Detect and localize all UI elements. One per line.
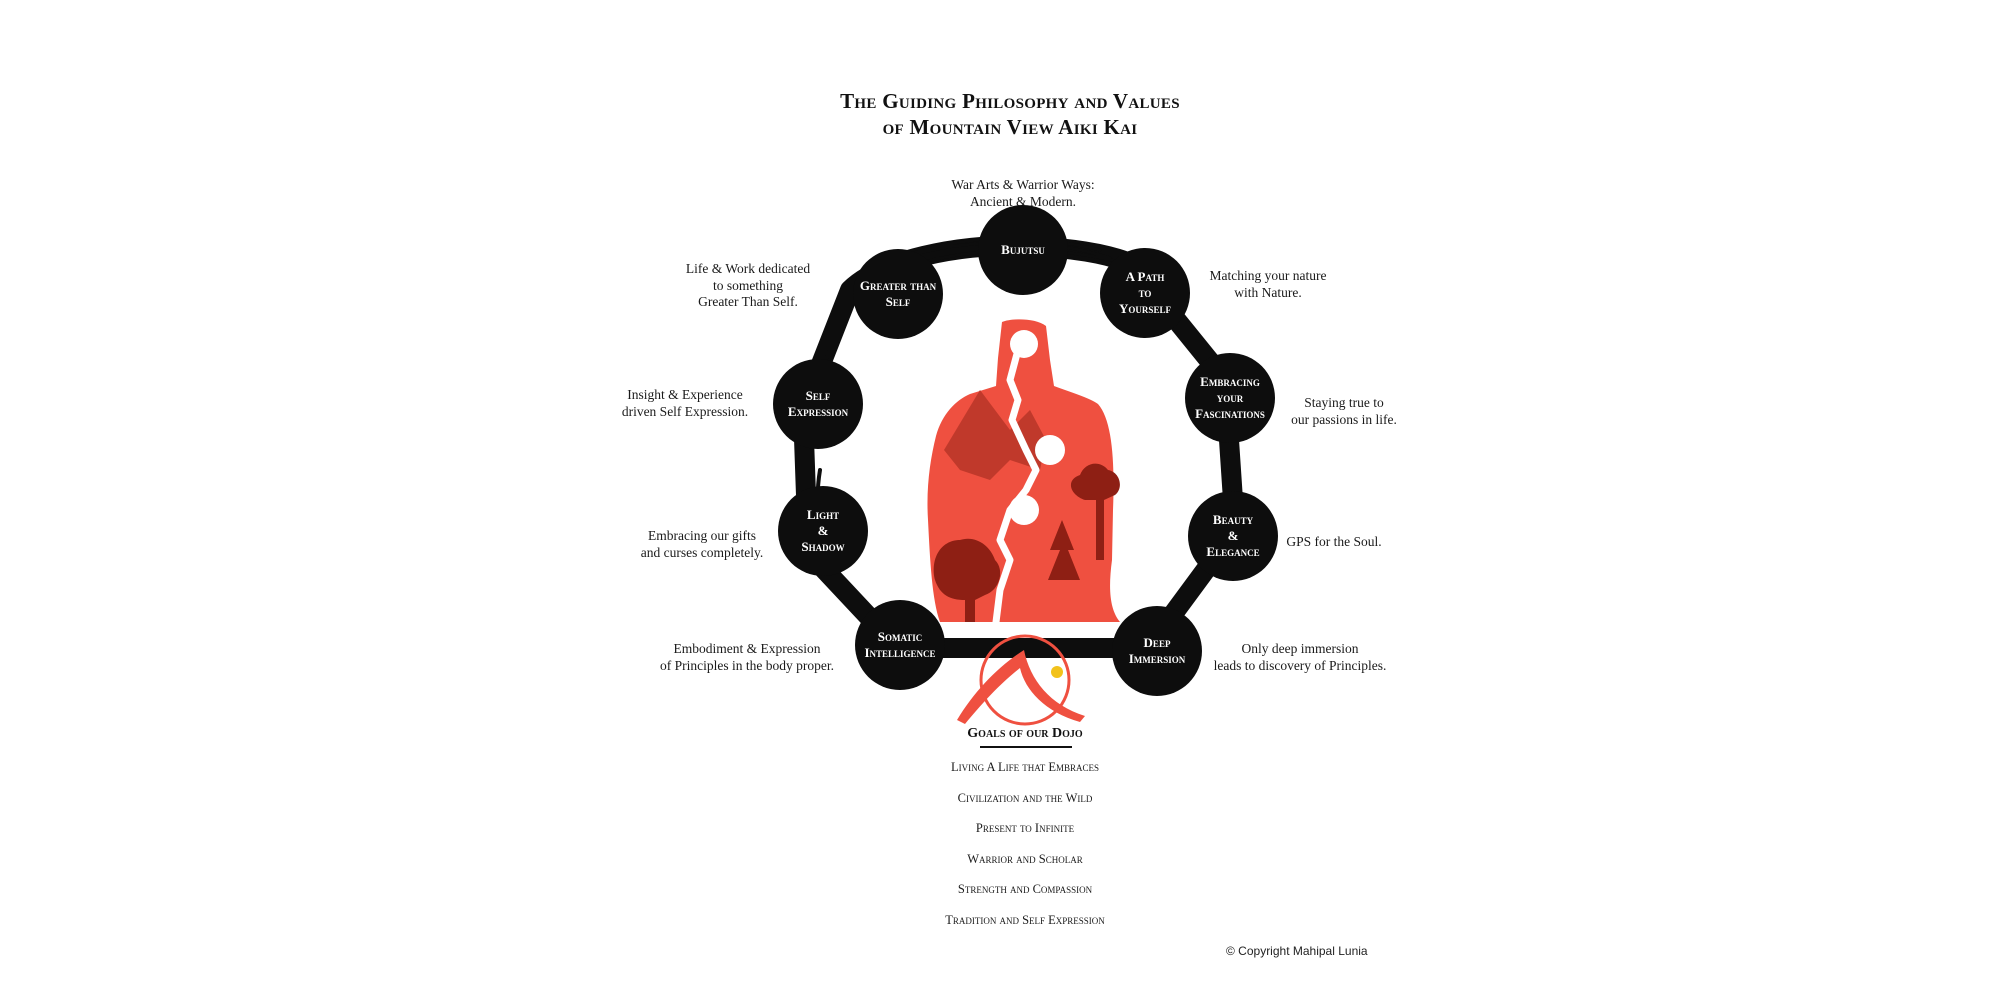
copyright-text: © Copyright Mahipal Lunia — [1226, 944, 1368, 958]
node-circle-8 — [853, 249, 943, 339]
node-description-line: Only deep immersion — [1241, 641, 1359, 656]
node-description-line: War Arts & Warrior Ways: — [951, 177, 1095, 192]
head-circle — [1010, 330, 1038, 358]
node-circle-5 — [855, 600, 945, 690]
page-title: The Guiding Philosophy and Values of Mou… — [760, 88, 1260, 140]
node-label-line: Somatic — [877, 629, 923, 644]
node-circle-4 — [1112, 606, 1202, 696]
river-path — [992, 346, 1040, 626]
node-label-line: Elegance — [1206, 544, 1260, 559]
dojo-logo — [957, 634, 1085, 726]
node-description-line: to something — [712, 277, 784, 293]
node-label-line: Bujutsu — [1001, 242, 1045, 257]
goals-title: Goals of our Dojo — [967, 726, 1083, 741]
goals-title-underline — [980, 746, 1072, 748]
node-label-line: Yourself — [1119, 301, 1171, 316]
node-description-line: leads to discovery of Principles. — [1213, 657, 1387, 673]
belly-circle — [1009, 495, 1039, 525]
goal-item: Warrior and Scholar — [967, 851, 1083, 866]
tree-group-right — [1048, 463, 1120, 580]
node-description-line: our passions in life. — [1291, 411, 1397, 427]
mountain-figure-illustration — [927, 319, 1120, 626]
node-description-line: Embracing our gifts — [648, 528, 756, 543]
node-description-line: driven Self Expression. — [621, 403, 749, 419]
tree-group-left — [933, 538, 1001, 622]
goal-item: Strength and Compassion — [957, 882, 1093, 896]
node-label-0: Bujutsu — [978, 242, 1068, 258]
node-label-line: Greater than — [859, 278, 937, 293]
logo-ring — [979, 634, 1071, 726]
mountain-peaks — [944, 390, 1046, 480]
node-circle-3 — [1188, 491, 1278, 581]
node-label-3: Beauty&Elegance — [1188, 512, 1278, 560]
node-description-line: Life & Work dedicated — [685, 261, 811, 276]
node-description-line: Insight & Experience — [627, 387, 743, 402]
node-label-line: Beauty — [1212, 512, 1254, 527]
node-description-line: Matching your nature — [1209, 268, 1327, 283]
node-description-line: Embodiment & Expression — [673, 641, 821, 656]
node-circle-1 — [1100, 248, 1190, 338]
node-description-3: GPS for the Soul. — [1286, 534, 1381, 551]
node-description-line: of Principles in the body proper. — [660, 657, 834, 673]
node-description-0: War Arts & Warrior Ways:Ancient & Modern… — [951, 177, 1094, 210]
sun-icon — [1051, 666, 1063, 678]
node-label-line: Self — [885, 294, 911, 309]
heart-circle — [1035, 435, 1065, 465]
node-circle-2 — [1185, 353, 1275, 443]
node-label-line: your — [1216, 390, 1244, 405]
node-label-line: Fascinations — [1195, 406, 1265, 421]
goal-item: Tradition and Self Expression — [945, 912, 1105, 927]
goal-item: Present to Infinite — [975, 821, 1075, 835]
node-label-line: Shadow — [801, 539, 845, 554]
node-description-line: with Nature. — [1234, 284, 1302, 300]
node-label-line: A Path — [1125, 269, 1165, 284]
node-description-line: GPS for the Soul. — [1286, 534, 1382, 549]
node-description-line: Greater Than Self. — [698, 294, 798, 309]
node-circle-6 — [778, 486, 868, 576]
goal-item: Living A Life that Embraces — [950, 760, 1100, 774]
goal-item: Civilization and the Wild — [957, 790, 1093, 805]
node-label-line: Immersion — [1128, 651, 1186, 666]
logo-swoosh — [957, 650, 1085, 724]
title-line-1: The Guiding Philosophy and Values — [840, 89, 1180, 113]
node-label-line: & — [1227, 528, 1239, 543]
title-line-2: of Mountain View Aiki Kai — [882, 115, 1138, 139]
node-label-line: Deep — [1143, 635, 1171, 650]
node-circle-0 — [978, 205, 1068, 295]
node-label-6: Light&Shadow — [778, 507, 868, 555]
node-label-line: Intelligence — [864, 645, 936, 660]
node-description-line: and curses completely. — [640, 544, 764, 560]
node-label-line: & — [817, 523, 829, 538]
node-description-line: Staying true to — [1304, 395, 1384, 410]
node-label-line: Embracing — [1200, 374, 1260, 389]
node-description-line: Ancient & Modern. — [969, 193, 1077, 209]
node-circle-7 — [773, 359, 863, 449]
node-label-line: Self — [805, 388, 831, 403]
node-label-line: to — [1138, 285, 1152, 300]
node-label-line: Expression — [787, 404, 849, 419]
node-label-line: Light — [806, 507, 840, 522]
